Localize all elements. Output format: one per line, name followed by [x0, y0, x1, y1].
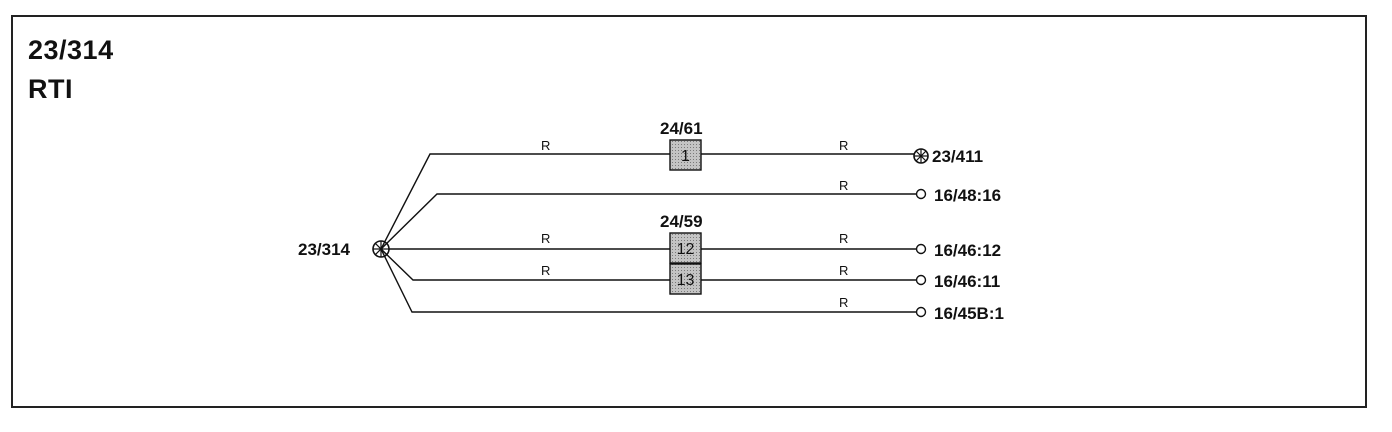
wire-color-code: R: [839, 231, 848, 246]
diagram-subtitle: RTI: [28, 74, 73, 104]
pin-number: 1: [681, 148, 690, 165]
destination-label: 16/46:12: [934, 241, 1001, 260]
connector-box-24-61: [669, 139, 702, 171]
terminal-circle-icon: [915, 188, 927, 200]
pin-number: 13: [677, 272, 695, 289]
destination-label: 23/411: [932, 147, 983, 166]
wire-color-code: R: [839, 263, 848, 278]
terminal-circle-icon: [915, 243, 927, 255]
wire-color-code: R: [541, 231, 550, 246]
wire-color-code: R: [839, 295, 848, 310]
pin-number: 12: [677, 241, 695, 258]
wire-color-code: R: [541, 263, 550, 278]
wire-23-411: [380, 153, 914, 250]
wire-16-46-11: [380, 248, 916, 281]
destination-label: 16/45B:1: [934, 304, 1004, 323]
wire-color-code: R: [839, 138, 848, 153]
wire-16-48-16: [380, 193, 916, 250]
wire-16-45b-1: [380, 248, 916, 313]
wire-color-code: R: [541, 138, 550, 153]
terminal-circle-icon: [915, 306, 927, 318]
diagram-frame: [11, 15, 1367, 408]
source-label: 23/314: [298, 240, 351, 259]
connector-box-24-59-pin-13: [669, 263, 702, 295]
wire-color-code: R: [839, 178, 848, 193]
diagram-title: 23/314: [28, 35, 114, 65]
destination-label: 16/46:11: [934, 272, 1000, 291]
connector-box-24-59-pin-12: [669, 232, 702, 264]
component-label: 24/61: [660, 119, 703, 138]
terminal-circle-icon: [915, 274, 927, 286]
component-label: 24/59: [660, 212, 703, 231]
terminal-star-icon: [913, 148, 929, 164]
destination-label: 16/48:16: [934, 186, 1001, 205]
